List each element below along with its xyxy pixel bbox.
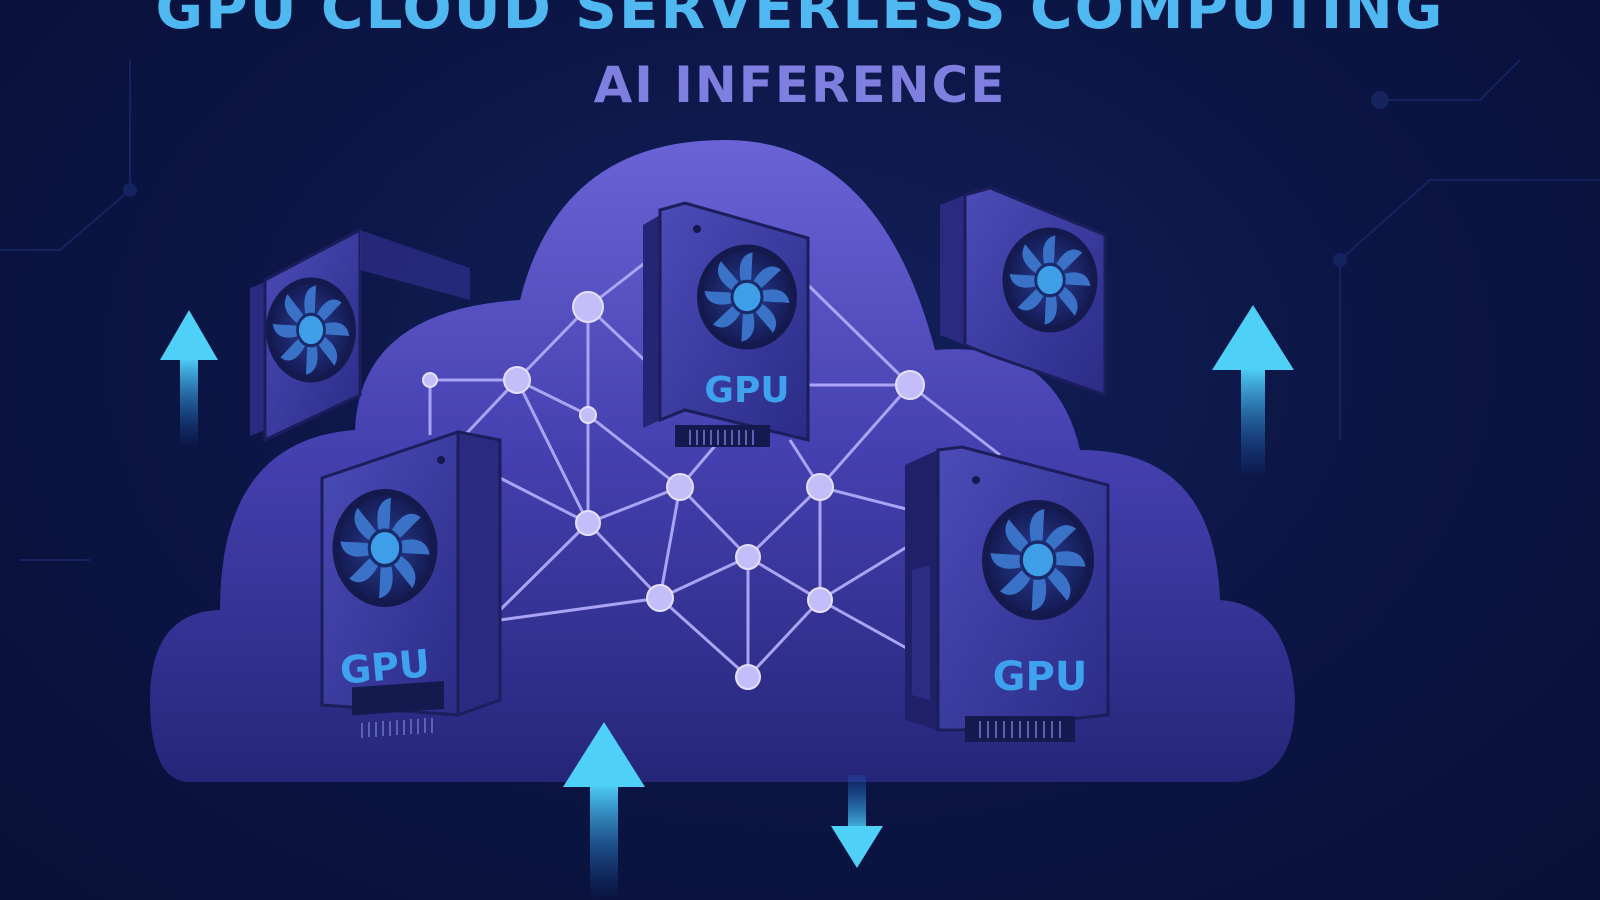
gpu-card-center-top: GPU [643,201,810,447]
arrow-up-icon [1212,305,1294,478]
fan-icon [695,242,799,352]
network-node-icon [895,370,925,400]
network-node-icon [503,366,531,394]
page-title: GPU CLOUD SERVERLESS COMPUTING [155,0,1445,42]
fan-icon [980,498,1096,622]
network-node-icon [666,473,694,501]
gpu-card-back-left [250,227,470,443]
fan-icon [330,487,440,609]
network-node-icon [807,587,833,613]
arrow-up-icon [563,722,645,900]
arrow-up-icon [160,310,218,448]
network-node-icon [735,544,761,570]
network-node-icon [646,584,674,612]
page-subtitle: AI INFERENCE [593,56,1007,114]
gpu-label: GPU [704,370,789,411]
gpu-label: GPU [338,641,431,693]
network-node-icon [806,473,834,501]
network-node-icon [572,291,604,323]
gpu-label: GPU [993,654,1088,700]
arrow-down-icon [831,775,883,868]
network-nodes [422,291,925,690]
network-node-icon [735,664,761,690]
network-node-icon [422,372,438,388]
gpu-card-front-left: GPU [320,429,502,738]
fan-icon [264,275,358,385]
network-node-icon [575,510,601,536]
background-circuit [0,59,1600,561]
network-node-icon [579,406,597,424]
fan-icon [1000,225,1100,335]
gpu-card-front-right: GPU [905,445,1110,742]
gpu-card-back-right [940,186,1107,398]
